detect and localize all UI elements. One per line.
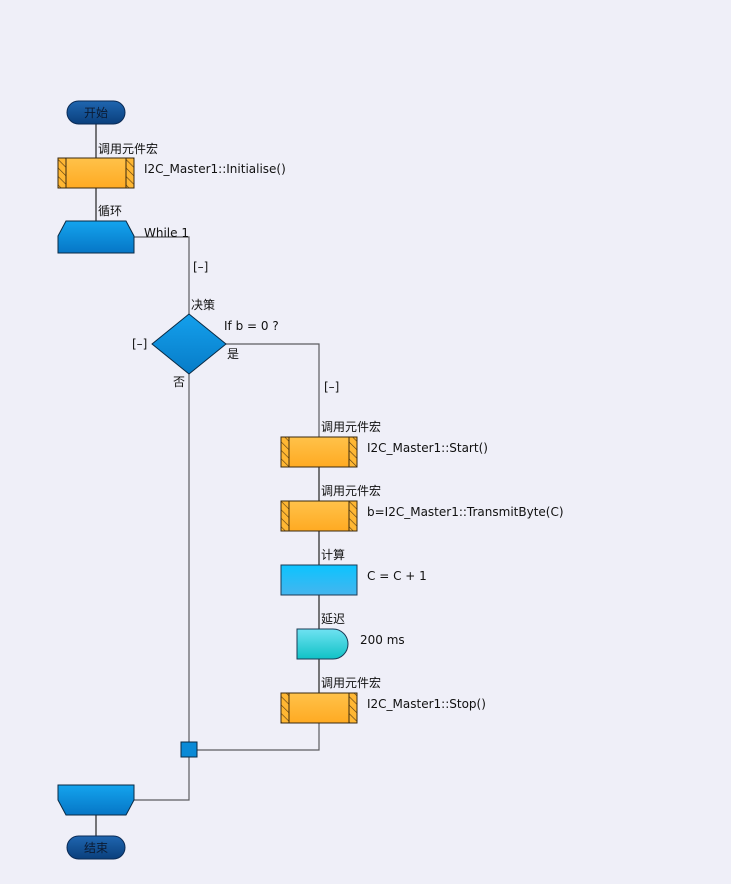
calculation-type-label: 计算 — [321, 547, 345, 562]
macro-hatch-left — [57, 157, 67, 189]
macro-hatch-right — [348, 692, 358, 724]
stop-macro-block[interactable]: 调用元件宏 I2C_Master1::Stop() — [280, 675, 486, 724]
loop-start-block[interactable]: 循环 While 1 — [57, 204, 189, 254]
init-macro-text: I2C_Master1::Initialise() — [144, 162, 286, 176]
delay-block[interactable]: 延迟 200 ms — [296, 612, 405, 660]
macro-hatch-left — [280, 500, 290, 532]
decision-block[interactable]: 决策 If b = 0 ? 是 否 — [151, 298, 279, 389]
delay-text: 200 ms — [360, 633, 405, 647]
decision-no-collapse-toggle[interactable]: [–] — [132, 337, 147, 351]
transmit-macro-block[interactable]: 调用元件宏 b=I2C_Master1::TransmitByte(C) — [280, 483, 564, 532]
loop-collapse-toggle[interactable]: [–] — [193, 260, 208, 274]
wire-junction-to-loop-end — [134, 757, 190, 801]
macro-hatch-left — [280, 436, 290, 468]
decision-yes-collapse-toggle[interactable]: [–] — [324, 380, 339, 394]
decision-condition: If b = 0 ? — [224, 319, 279, 333]
transmit-macro-text: b=I2C_Master1::TransmitByte(C) — [367, 505, 564, 519]
decision-type-label: 决策 — [191, 298, 215, 312]
wire-yes-branch-entry — [226, 343, 320, 437]
calculation-text: C = C + 1 — [367, 569, 427, 583]
end-label: 结束 — [84, 841, 108, 855]
delay-type-label: 延迟 — [321, 612, 345, 626]
wire-yes-branch-exit — [197, 723, 320, 751]
start-macro-block[interactable]: 调用元件宏 I2C_Master1::Start() — [280, 419, 488, 468]
macro-hatch-left — [280, 692, 290, 724]
init-macro-block[interactable]: 调用元件宏 I2C_Master1::Initialise() — [57, 141, 286, 189]
macro-hatch-right — [348, 436, 358, 468]
decision-merge-junction[interactable] — [180, 741, 198, 758]
end-terminal[interactable]: 结束 — [66, 835, 126, 860]
loop-type-label: 循环 — [98, 204, 122, 218]
start-terminal[interactable]: 开始 — [66, 100, 126, 125]
stop-macro-text: I2C_Master1::Stop() — [367, 697, 486, 711]
start-label: 开始 — [84, 106, 108, 120]
loop-condition: While 1 — [144, 226, 189, 240]
decision-no-label: 否 — [173, 375, 185, 389]
loop-end-block[interactable] — [57, 784, 135, 816]
start-macro-type-label: 调用元件宏 — [321, 419, 381, 434]
transmit-macro-type-label: 调用元件宏 — [321, 483, 381, 498]
start-macro-text: I2C_Master1::Start() — [367, 441, 488, 455]
decision-yes-label: 是 — [227, 347, 239, 361]
stop-macro-type-label: 调用元件宏 — [321, 675, 381, 690]
macro-hatch-right — [348, 500, 358, 532]
macro-hatch-right — [125, 157, 135, 189]
connector-lines — [95, 124, 320, 836]
wire-loop-to-decision — [134, 236, 190, 314]
init-macro-type-label: 调用元件宏 — [98, 141, 158, 156]
calculation-block[interactable]: 计算 C = C + 1 — [280, 547, 427, 596]
